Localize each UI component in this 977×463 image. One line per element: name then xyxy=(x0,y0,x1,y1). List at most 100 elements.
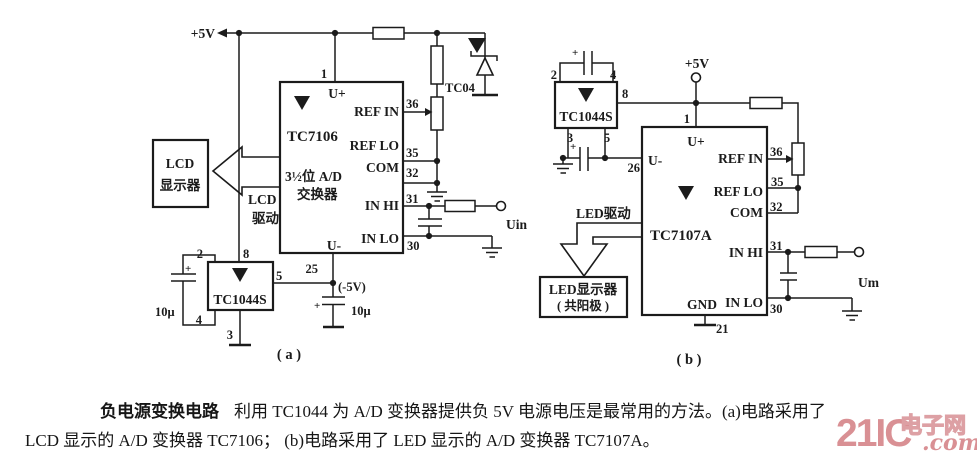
resistor xyxy=(372,26,405,40)
caption-line-1: 负电源变换电路利用 TC1044 为 A/D 变换器提供负 5V 电源电压是最常… xyxy=(0,397,977,426)
watermark-cn: 电子网 xyxy=(899,413,967,438)
pin-number: 1 xyxy=(684,112,690,126)
pin-number: 4 xyxy=(610,68,617,82)
ic-desc: 交换器 xyxy=(297,186,338,202)
lcd-box-label: LCD xyxy=(166,156,195,171)
pin-number: 2 xyxy=(197,247,203,261)
pin-label: REF IN xyxy=(354,104,399,119)
pin-label: COM xyxy=(730,205,763,220)
pin-number: 32 xyxy=(770,200,783,214)
led-display-box xyxy=(538,275,629,319)
pin-number: 3 xyxy=(227,328,233,342)
pin-number: 3 xyxy=(567,131,573,145)
potentiometer xyxy=(791,142,805,176)
pin-number: 35 xyxy=(771,175,784,189)
wires-a-neg5 xyxy=(273,253,345,327)
circuit-schematic: +5V 1 U+ TC7106 3½位 A/D 交换器 REF IN REF L… xyxy=(151,26,880,368)
pin-number: 5 xyxy=(604,131,610,145)
pot-wiper-arrow-icon xyxy=(786,155,794,163)
pin-label: REF LO xyxy=(714,184,763,199)
ic-polarity-mark-icon xyxy=(678,186,694,200)
led-box-label: ( 共阳极 ) xyxy=(557,298,609,313)
subfigure-label: ( b ) xyxy=(677,352,702,368)
pin-number: 2 xyxy=(551,68,557,82)
ic-polarity-mark-icon xyxy=(578,88,594,102)
supply-label: +5V xyxy=(191,26,215,41)
ic-uplus-label: U+ xyxy=(328,86,345,101)
pin-number: 21 xyxy=(716,322,729,336)
ic-name: TC1044S xyxy=(213,292,266,307)
input-terminal xyxy=(495,200,507,212)
input-voltage-label: Um xyxy=(858,275,880,290)
junction-dots-a xyxy=(235,29,441,287)
zener-label: TC04 xyxy=(445,81,476,95)
cap-polarity: + xyxy=(570,141,576,153)
ic-polarity-mark-icon xyxy=(294,96,310,110)
resistor xyxy=(430,45,444,85)
input-voltage-label: Uin xyxy=(506,217,528,232)
wires-a-conv xyxy=(171,254,241,345)
ic-gnd-label: GND xyxy=(687,297,717,312)
subfigure-label: ( a ) xyxy=(277,347,301,363)
pin-label: IN HI xyxy=(365,198,399,213)
junction-dots-b xyxy=(559,99,802,302)
pin-label: REF IN xyxy=(718,151,763,166)
pin-number: 30 xyxy=(770,302,783,316)
zener-bar xyxy=(470,51,498,61)
ic-tc7106 xyxy=(278,80,405,255)
pin-number: 36 xyxy=(406,97,419,111)
figure-caption: 负电源变换电路利用 TC1044 为 A/D 变换器提供负 5V 电源电压是最常… xyxy=(0,397,977,455)
pin-number: 35 xyxy=(406,146,419,160)
led-drive-label: LED驱动 xyxy=(576,205,631,221)
watermark-com: .com xyxy=(922,430,977,456)
pin-label: REF LO xyxy=(350,138,399,153)
resistor xyxy=(804,245,838,259)
caption-line-2: LCD 显示的 A/D 变换器 TC7106； (b)电路采用了 LED 显示的… xyxy=(0,426,977,455)
pin-number: 5 xyxy=(276,269,282,283)
pin-number: 8 xyxy=(243,247,249,261)
supply-arrow-icon xyxy=(217,28,227,38)
end-bars-a xyxy=(229,93,498,347)
ic-uminus-label: U- xyxy=(648,153,662,168)
lcd-box-label: 显示器 xyxy=(160,178,201,193)
cap-polarity: + xyxy=(572,47,578,59)
neg5v-label: (-5V) xyxy=(338,280,366,294)
pin-label: IN HI xyxy=(729,245,763,260)
caption-text: 利用 TC1044 为 A/D 变换器提供负 5V 电源电压是最常用的方法。(a… xyxy=(234,402,826,421)
pot-wiper-arrow-icon xyxy=(425,108,433,116)
pin-number: 32 xyxy=(406,166,419,180)
supply-label: +5V xyxy=(685,56,709,71)
ic-name: TC1044S xyxy=(559,109,612,124)
wires-a-input xyxy=(403,205,502,258)
pin-number: 8 xyxy=(622,87,628,101)
lcd-display-box xyxy=(151,138,210,209)
resistor xyxy=(444,199,476,213)
cap-value: 10μ xyxy=(351,304,371,318)
pin-number: 30 xyxy=(407,239,420,253)
circuit-b: + 2 4 8 3 5 TC1044S + +5V 1 26 U+ U- TC7… xyxy=(538,47,880,368)
zener-diode-icon xyxy=(475,56,495,76)
pin-number: 31 xyxy=(406,192,419,206)
ic-name: TC7106 xyxy=(287,129,338,145)
ic-uplus-label: U+ xyxy=(687,134,704,149)
caption-title: 负电源变换电路 xyxy=(100,402,219,421)
lcd-drive-label: LCD xyxy=(248,192,277,207)
ic-tc1044s-a xyxy=(206,260,275,312)
pin-label: IN LO xyxy=(361,231,399,246)
pin-label: IN LO xyxy=(725,295,763,310)
caption-text: LCD 显示的 A/D 变换器 TC7106； (b)电路采用了 LED 显示的… xyxy=(25,431,660,450)
cap-polarity: + xyxy=(185,263,191,275)
ic-name: TC7107A xyxy=(650,228,712,244)
ic-desc: 3½位 A/D xyxy=(285,168,342,184)
cap-polarity: + xyxy=(314,300,320,312)
input-terminal xyxy=(853,246,865,258)
lcd-drive-arrow-icon xyxy=(211,145,281,197)
pin-number: 4 xyxy=(196,313,203,327)
diode-mark-icon xyxy=(468,38,486,53)
pin-number: 26 xyxy=(628,161,641,175)
pin-number: 31 xyxy=(770,239,783,253)
ic-polarity-mark-icon xyxy=(232,268,248,282)
ic-tc7107a xyxy=(640,125,769,317)
led-box-label: LED显示器 xyxy=(549,282,618,297)
